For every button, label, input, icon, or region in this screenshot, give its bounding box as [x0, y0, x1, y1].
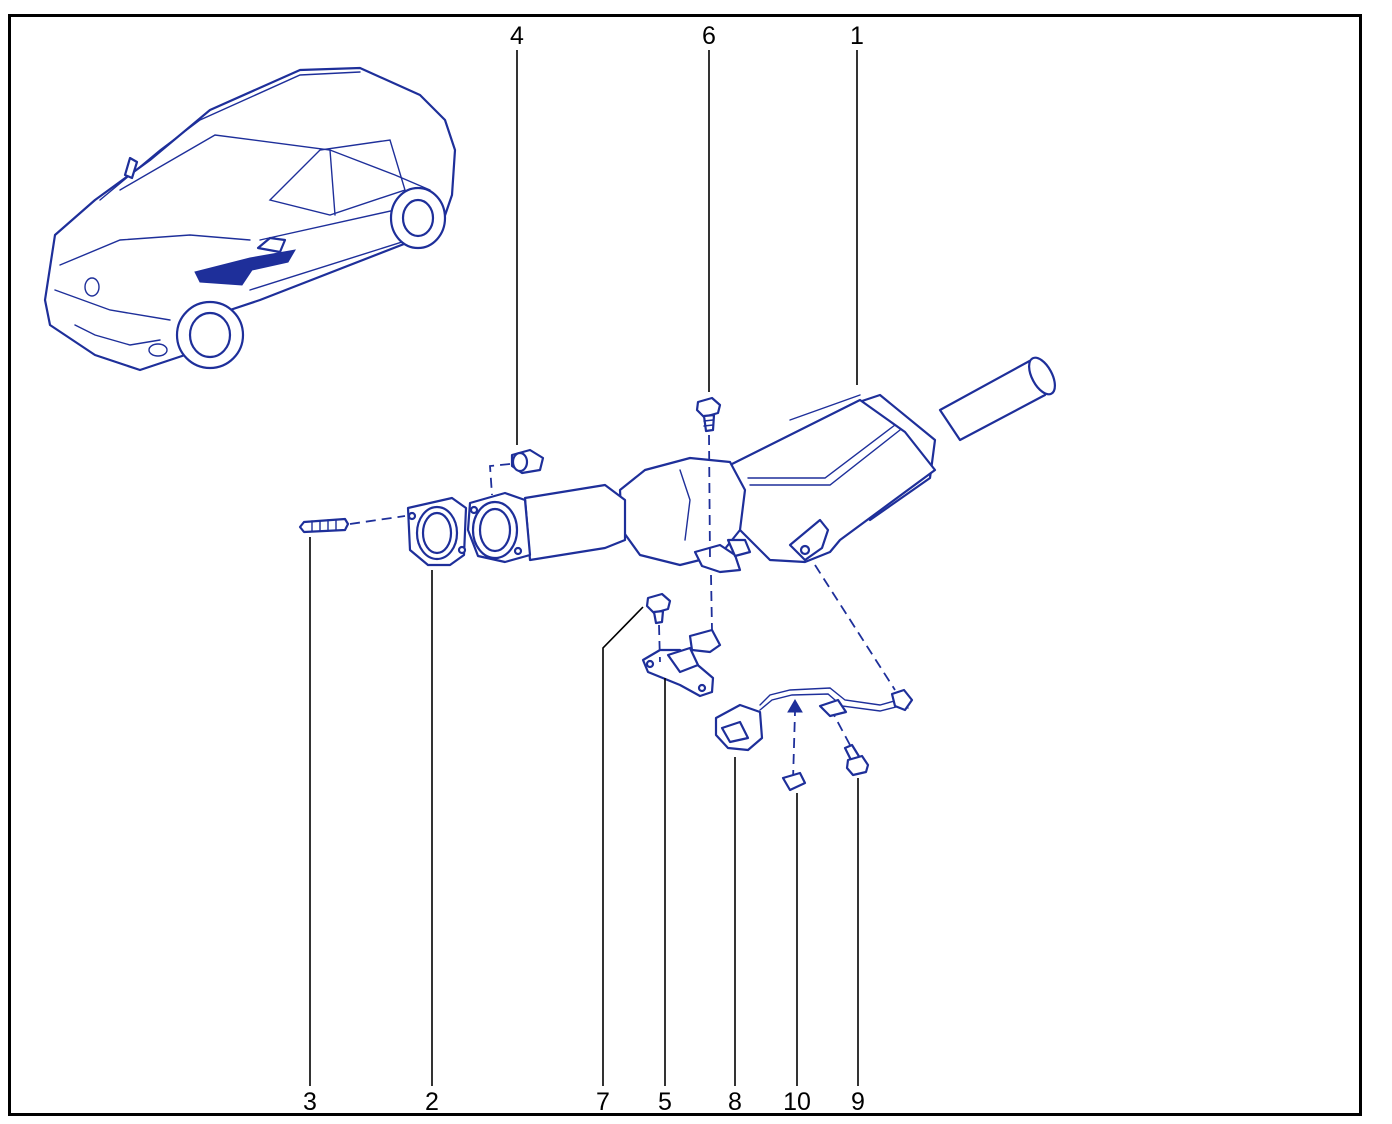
stud — [298, 517, 350, 534]
catalytic-converter-assembly — [466, 356, 1056, 574]
nut — [510, 448, 545, 475]
callout-1: 1 — [850, 22, 864, 50]
callout-2: 2 — [425, 1088, 439, 1116]
callout-leaders — [309, 50, 859, 1086]
temperature-sensor-harness — [714, 687, 914, 752]
harness-bolt — [843, 743, 870, 777]
callout-9: 9 — [851, 1088, 865, 1116]
flange-gasket — [406, 496, 468, 567]
callout-5: 5 — [658, 1088, 672, 1116]
clip — [781, 771, 807, 792]
callout-4: 4 — [510, 22, 524, 50]
arrow-icon — [787, 699, 803, 713]
callout-6: 6 — [702, 22, 716, 50]
upper-bolt — [695, 396, 722, 433]
callout-10: 10 — [783, 1088, 811, 1116]
mounting-bracket — [641, 628, 722, 698]
callout-8: 8 — [728, 1088, 742, 1116]
car-locator-illustration — [43, 66, 457, 372]
callout-3: 3 — [303, 1088, 317, 1116]
callout-7: 7 — [596, 1088, 610, 1116]
bracket-bolt — [645, 592, 672, 625]
